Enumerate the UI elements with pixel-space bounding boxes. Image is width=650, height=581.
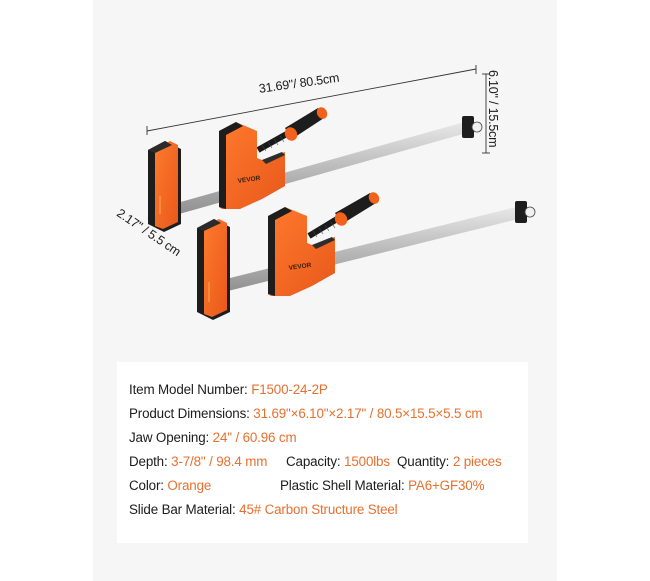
spec-label: Plastic Shell Material: <box>280 478 405 493</box>
spec-label: Quantity: <box>397 454 450 469</box>
spec-label: Depth: <box>129 454 168 469</box>
spec-value: 1500lbs <box>344 454 390 469</box>
spec-value: PA6+GF30% <box>408 478 485 493</box>
spec-value: 3-7/8" / 98.4 mm <box>171 454 268 469</box>
spec-color: Color: Orange <box>129 478 211 493</box>
spec-label: Slide Bar Material: <box>129 502 236 517</box>
spec-value: F1500-24-2P <box>251 382 328 397</box>
spec-value: 31.69"×6.10"×2.17" / 80.5×15.5×5.5 cm <box>253 406 483 421</box>
spec-dimensions: Product Dimensions: 31.69"×6.10"×2.17" /… <box>129 406 483 421</box>
spec-value: Orange <box>167 478 212 493</box>
spec-row-depth-capacity-quantity: Depth: 3-7/8" / 98.4 mm Capacity: 1500lb… <box>129 454 529 472</box>
spec-quantity: Quantity: 2 pieces <box>397 454 502 469</box>
spec-label: Color: <box>129 478 164 493</box>
spec-row-color-shell: Color: Orange Plastic Shell Material: PA… <box>129 478 529 496</box>
spec-value: 45# Carbon Structure Steel <box>239 502 398 517</box>
brand-logo: VEVOR <box>237 175 261 185</box>
spec-depth: Depth: 3-7/8" / 98.4 mm <box>129 454 267 469</box>
spec-label: Item Model Number: <box>129 382 248 397</box>
spec-jaw-opening: Jaw Opening: 24" / 60.96 cm <box>129 430 297 445</box>
bar-clamps-icon: VEVOR VEVOR <box>146 65 536 320</box>
spec-shell-material: Plastic Shell Material: PA6+GF30% <box>280 478 484 493</box>
spec-label: Capacity: <box>286 454 341 469</box>
height-dimension-label: 6.10" / 15.5cm <box>486 70 500 148</box>
spec-capacity: Capacity: 1500lbs <box>286 454 390 469</box>
spec-label: Jaw Opening: <box>129 430 210 445</box>
spec-label: Product Dimensions: <box>129 406 250 421</box>
product-illustration: VEVOR VEVOR 31.69"/ 80.5cm 6.10" / <box>114 65 536 320</box>
brand-logo: VEVOR <box>288 262 312 272</box>
clamp-top: VEVOR <box>148 107 483 232</box>
spec-bar-material: Slide Bar Material: 45# Carbon Structure… <box>129 502 398 517</box>
spec-card: Item Model Number: F1500-24-2P Product D… <box>117 362 528 543</box>
spec-model: Item Model Number: F1500-24-2P <box>129 382 328 397</box>
spec-value: 24" / 60.96 cm <box>212 430 297 445</box>
clamp-bottom: VEVOR <box>197 192 536 320</box>
spec-value: 2 pieces <box>452 454 502 469</box>
